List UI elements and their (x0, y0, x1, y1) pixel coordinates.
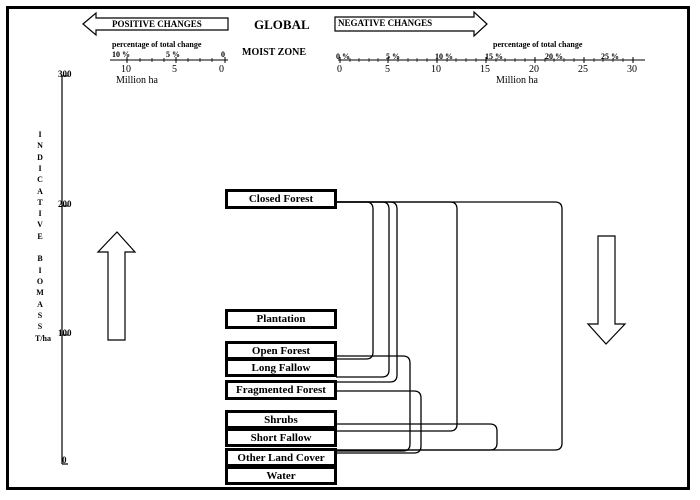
category-shrubs: Shrubs (225, 410, 337, 429)
category-other-land-cover: Other Land Cover (225, 448, 337, 467)
biomass-title-letter: A (37, 186, 43, 196)
biomass-title-letter: O (36, 276, 44, 286)
right-mha-tick: 30 (627, 64, 637, 75)
biomass-tick-100: 100 (58, 328, 72, 338)
left-mha-tick: 10 (121, 64, 131, 75)
right-pct-tick: 0 % (336, 52, 350, 61)
right-mha-tick: 15 (480, 64, 490, 75)
right-pct-tick: 20 % (545, 52, 563, 61)
right-axis-unit: Million ha (496, 75, 538, 86)
left-pct-tick: 10 % (112, 50, 130, 59)
biomass-title-letter: S (37, 322, 43, 332)
right-pct-tick: 15 % (485, 52, 503, 61)
right-mha-tick: 20 (529, 64, 539, 75)
category-water: Water (225, 466, 337, 485)
biomass-tick-300: 300 (58, 69, 72, 79)
right-mha-tick: 25 (578, 64, 588, 75)
right-mha-tick: 5 (385, 64, 390, 75)
biomass-title-letter: T (37, 197, 43, 207)
up-arrow (96, 231, 137, 341)
biomass-title-letter: D (37, 152, 43, 162)
negative-changes-label: NEGATIVE CHANGES (338, 18, 433, 28)
biomass-title-letter: V (37, 220, 43, 230)
biomass-title-letter: A (37, 299, 43, 309)
right-pct-tick: 25 % (601, 52, 619, 61)
biomass-tick-0: 0 (62, 455, 67, 465)
category-closed-forest: Closed Forest (225, 189, 337, 209)
left-pct-tick: 5 % (166, 50, 180, 59)
positive-changes-arrow (82, 11, 229, 37)
right-pct-tick: 10 % (435, 52, 453, 61)
right-axis-title: percentage of total change (493, 40, 583, 49)
transition-connectors (336, 201, 563, 454)
category-plantation: Plantation (225, 309, 337, 329)
biomass-unit: T/ha (35, 334, 52, 343)
biomass-title-letter: N (37, 141, 43, 151)
negative-changes-arrow (334, 10, 488, 38)
biomass-title-letter: S (37, 310, 43, 320)
left-axis-unit: Million ha (116, 75, 158, 86)
biomass-tick-200: 200 (58, 199, 72, 209)
outer-frame (6, 6, 690, 490)
right-mha-tick: 0 (337, 64, 342, 75)
down-arrow (586, 235, 627, 345)
global-title: GLOBAL (254, 17, 310, 32)
category-short-fallow: Short Fallow (225, 428, 337, 447)
left-axis-title: percentage of total change (112, 40, 202, 49)
left-pct-tick: 0 (221, 50, 225, 59)
right-pct-tick: 5 % (386, 52, 400, 61)
moist-zone-label: MOIST ZONE (242, 47, 306, 58)
category-long-fallow: Long Fallow (225, 358, 337, 377)
biomass-title-letter: I (38, 209, 42, 219)
biomass-title-letter: B (37, 254, 43, 264)
biomass-title-letter: I (38, 265, 42, 275)
biomass-title-letter: I (38, 130, 42, 139)
right-mha-tick: 10 (431, 64, 441, 75)
category-fragmented-forest: Fragmented Forest (225, 380, 337, 400)
biomass-title-letter: C (37, 175, 43, 185)
positive-changes-label: POSITIVE CHANGES (112, 19, 202, 29)
biomass-title-letter: E (37, 231, 43, 241)
biomass-title-letter: I (38, 163, 42, 173)
left-mha-tick: 0 (219, 64, 224, 75)
left-mha-tick: 5 (172, 64, 177, 75)
biomass-title-letter: M (36, 288, 44, 298)
